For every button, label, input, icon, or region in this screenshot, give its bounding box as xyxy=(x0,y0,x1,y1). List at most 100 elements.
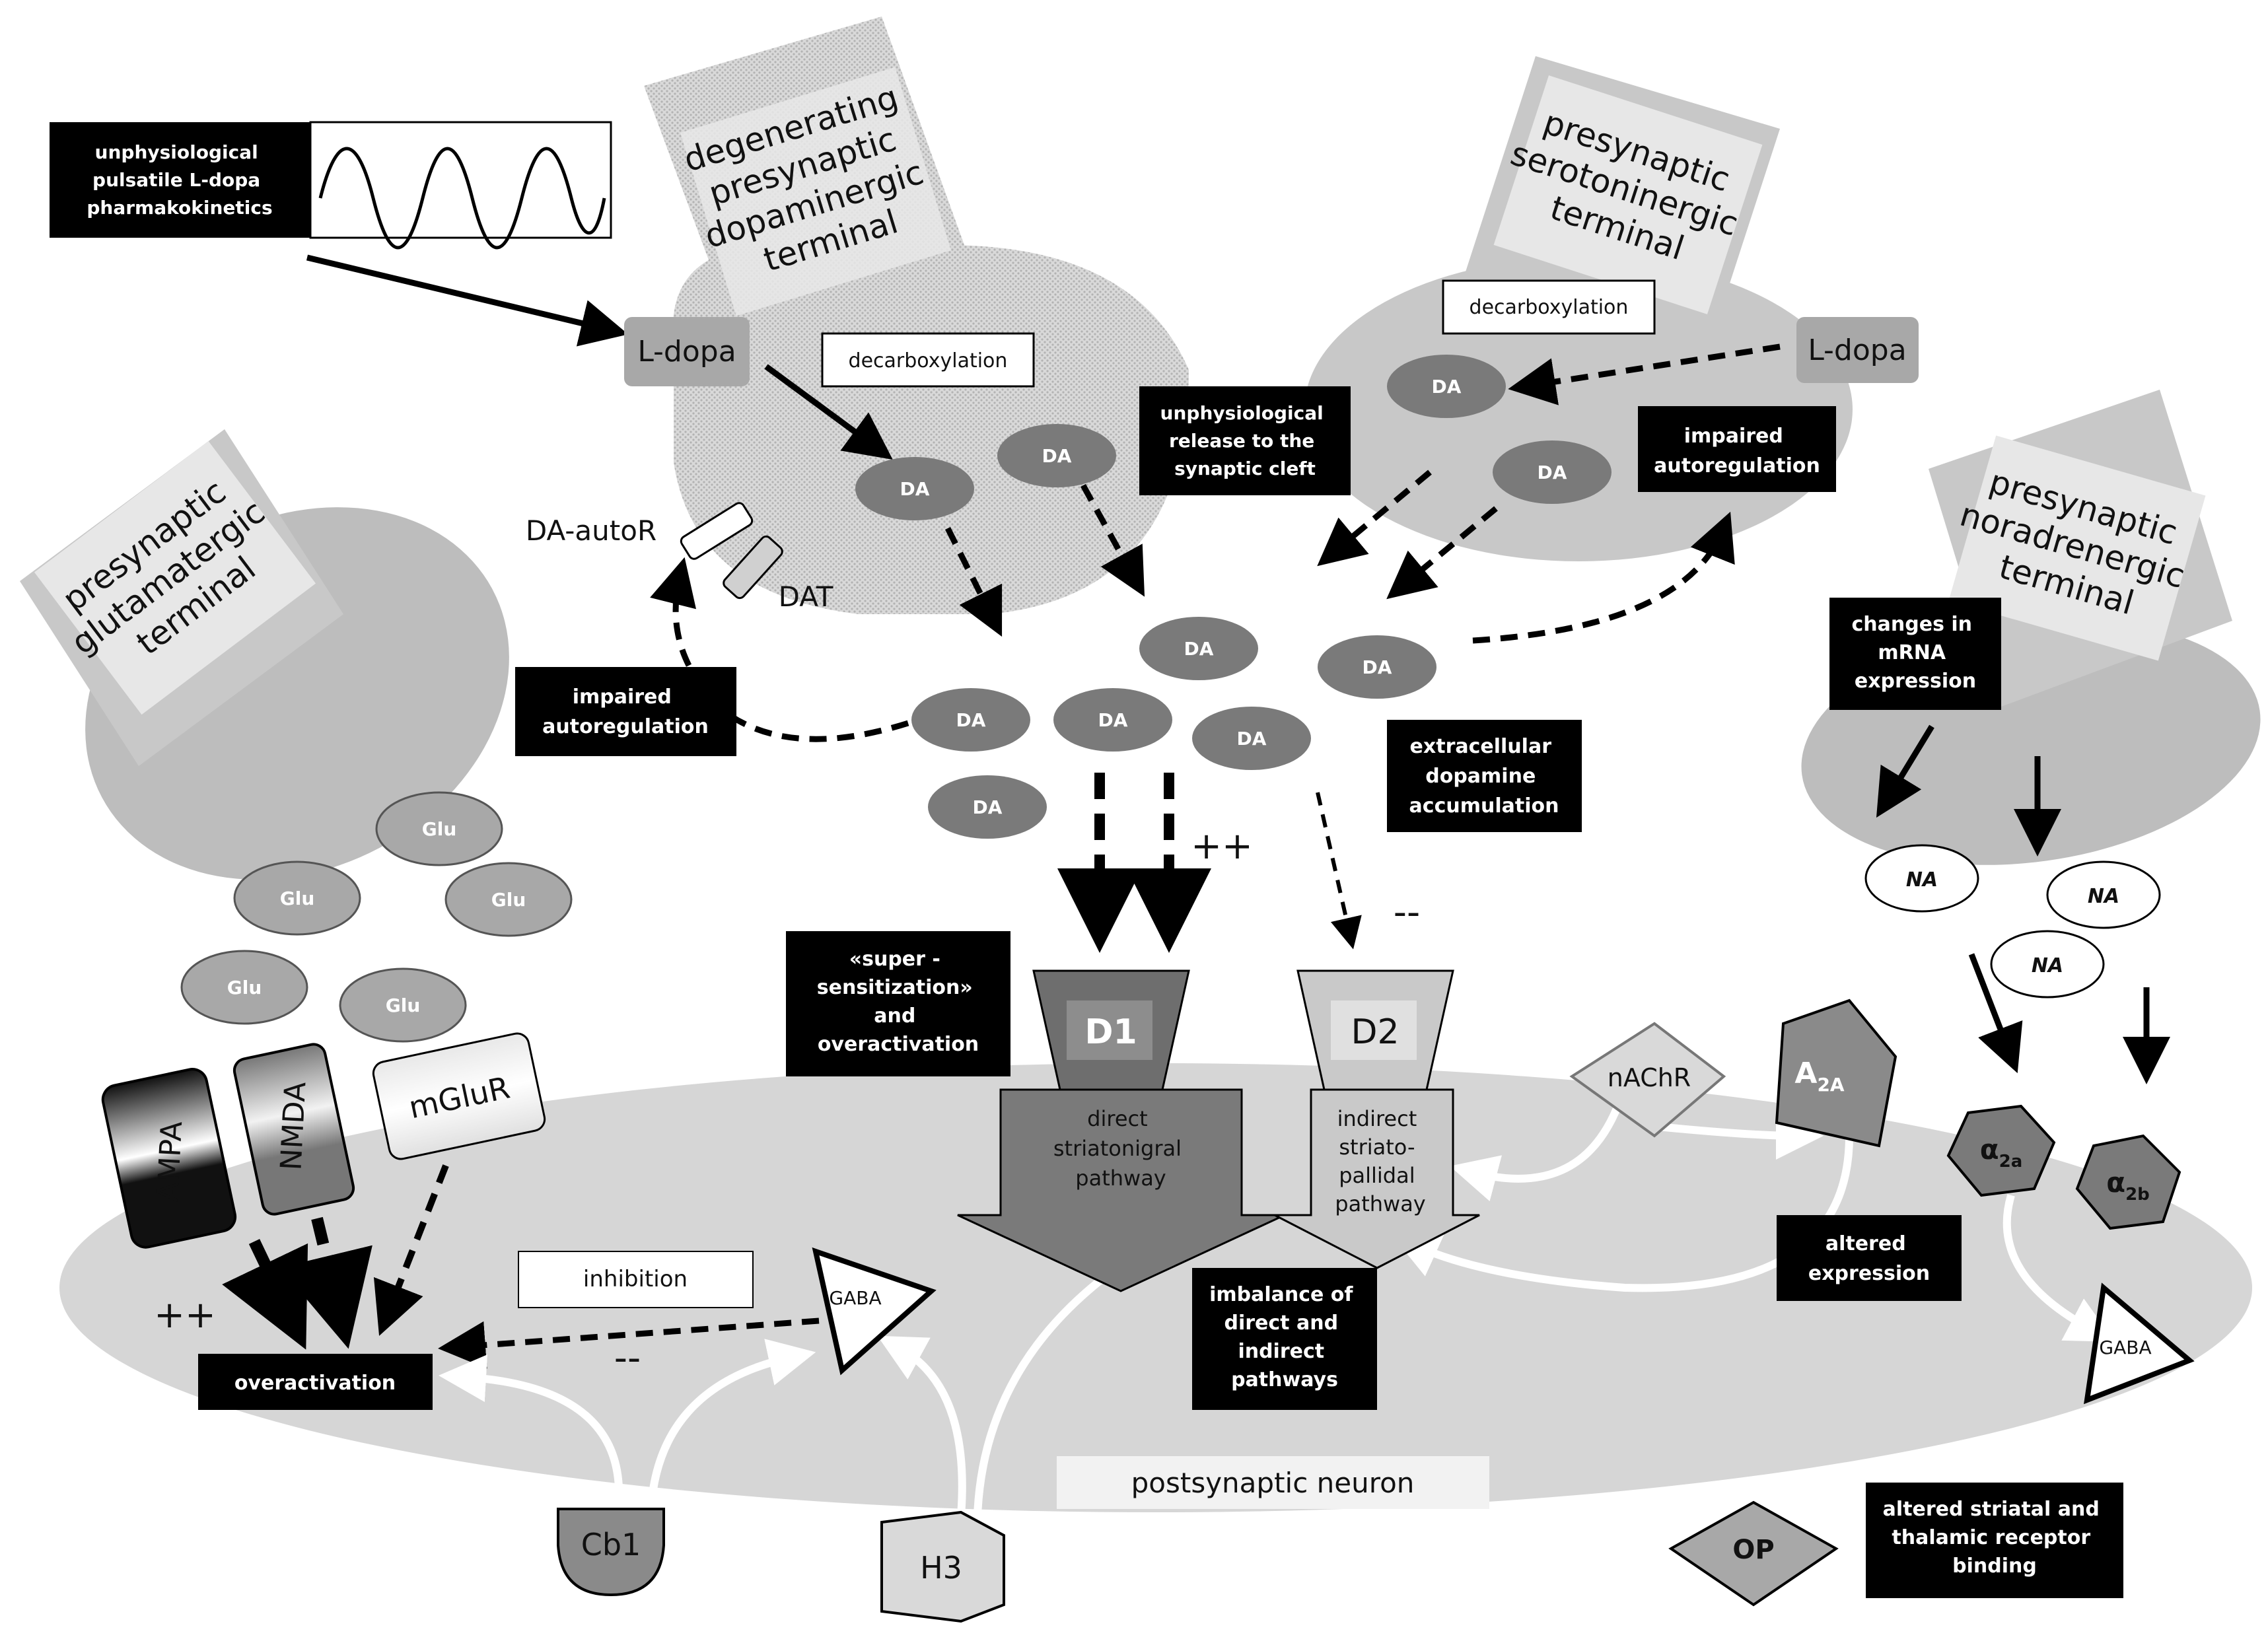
svg-text:overactivation: overactivation xyxy=(234,1372,396,1395)
svg-text:postsynaptic neuron: postsynaptic neuron xyxy=(1131,1467,1415,1499)
d2-receptor: D2 xyxy=(1296,969,1454,1091)
ampa-receptor: AMPA xyxy=(101,1068,237,1249)
svg-text:NA: NA xyxy=(2088,885,2119,908)
box-supersensitization: «super - sensitization» and overactivati… xyxy=(786,931,1010,1076)
op-receptor: OP xyxy=(1668,1500,1839,1607)
svg-text:AMPA: AMPA xyxy=(151,1121,189,1203)
sine-wave xyxy=(318,147,606,250)
svg-text:DA: DA xyxy=(1042,445,1072,467)
svg-text:NA: NA xyxy=(1906,868,1938,892)
glu-vesicles: Glu Glu Glu Glu Glu xyxy=(180,791,573,1043)
svg-text:impaired autoregulation: impaired autoregulation xyxy=(1654,425,1820,477)
svg-text:H3: H3 xyxy=(920,1550,962,1586)
na-vesicles: NA NA NA xyxy=(1864,844,2161,999)
svg-text:NMDA: NMDA xyxy=(274,1081,312,1172)
box-altered-binding: altered striatal and thalamic receptor b… xyxy=(1866,1483,2123,1598)
svg-text:L-dopa: L-dopa xyxy=(1808,333,1906,367)
white-arrows xyxy=(439,1095,2115,1520)
box-impaired-autoregulation-left: impaired autoregulation xyxy=(515,667,736,756)
dopaminergic-terminal: degenerating presynaptic dopaminergic te… xyxy=(644,17,1189,614)
svg-text:indirect striato-: indirect striato- pallidal pathway xyxy=(1335,1106,1425,1216)
svg-text:imbalance of direct and: imbalance of direct and indirect pathway… xyxy=(1209,1283,1360,1391)
svg-text:nAChR: nAChR xyxy=(1608,1063,1691,1092)
gaba-left: GABA xyxy=(812,1247,937,1376)
postsynaptic-label: postsynaptic neuron xyxy=(1057,1456,1489,1509)
box-unphysiological-release: unphysiological release to the synaptic … xyxy=(1139,386,1351,495)
svg-text:impaired autoregulation: impaired autoregulation xyxy=(542,685,709,738)
svg-text:Glu: Glu xyxy=(280,888,315,909)
ldopa-right: L-dopa xyxy=(1796,317,1919,383)
decarb-right: decarboxylation xyxy=(1442,279,1656,335)
box-extracellular-accumulation: extracellular dopamine accumulation xyxy=(1387,720,1582,832)
svg-text:D1: D1 xyxy=(1084,1012,1137,1052)
svg-text:L-dopa: L-dopa xyxy=(637,335,736,368)
a2a-receptor: A2A xyxy=(1775,999,1897,1148)
dat-label: DAT xyxy=(779,580,833,613)
pk-line: pharmakokinetics xyxy=(87,197,272,219)
svg-text:decarboxylation: decarboxylation xyxy=(1470,296,1629,319)
gaba-right: GABA xyxy=(2084,1282,2195,1405)
box-overactivation: overactivation xyxy=(198,1354,433,1410)
alpha2b-receptor: α2b xyxy=(2075,1134,2181,1230)
svg-text:DA: DA xyxy=(1538,462,1567,483)
svg-text:«super - sensitization»: «super - sensitization» and overactivati… xyxy=(817,948,979,1056)
svg-text:DA: DA xyxy=(900,478,930,500)
svg-text:altered expression: altered expression xyxy=(1808,1232,1930,1285)
plusplus-top: ++ xyxy=(1191,825,1253,868)
svg-text:Glu: Glu xyxy=(386,995,421,1016)
svg-text:altered striatal and tha: altered striatal and thalamic receptor b… xyxy=(1883,1498,2107,1578)
box-imbalance: imbalance of direct and indirect pathway… xyxy=(1192,1268,1377,1410)
h3-receptor: H3 xyxy=(880,1510,1005,1623)
svg-text:A2A: A2A xyxy=(1794,1057,1845,1096)
dat-transporter xyxy=(723,535,783,600)
svg-text:changes in mRNA ex: changes in mRNA expression xyxy=(1852,613,1979,693)
svg-text:Glu: Glu xyxy=(491,889,526,911)
svg-text:extracellular dopamine: extracellular dopamine accumulation xyxy=(1409,735,1559,818)
svg-text:OP: OP xyxy=(1732,1535,1774,1565)
svg-text:D2: D2 xyxy=(1351,1012,1399,1052)
svg-text:α2b: α2b xyxy=(2106,1166,2150,1205)
svg-text:DA: DA xyxy=(1237,728,1267,750)
svg-text:DA: DA xyxy=(956,709,986,731)
pharmacokinetics-box: unphysiological pulsatile L-dopa pharmak… xyxy=(50,121,612,250)
da-autor-receptor xyxy=(680,502,754,560)
svg-text:α2a: α2a xyxy=(1980,1133,2023,1172)
svg-text:decarboxylation: decarboxylation xyxy=(849,349,1008,372)
svg-text:unphysiological pulsatil: unphysiological pulsatile L-dopa pharmak… xyxy=(87,141,272,219)
d1-receptor: D1 xyxy=(1032,969,1190,1091)
box-altered-expression: altered expression xyxy=(1777,1215,1962,1301)
indirect-pathway: indirect striato- pallidal pathway xyxy=(1274,1088,1480,1269)
svg-text:DA: DA xyxy=(1363,656,1392,678)
svg-text:direct striatonigral: direct striatonigral pathway xyxy=(1053,1106,1188,1191)
direct-pathway: direct striatonigral pathway xyxy=(957,1088,1285,1292)
svg-text:inhibition: inhibition xyxy=(583,1266,688,1292)
svg-text:Glu: Glu xyxy=(422,818,457,840)
minusminus-top: -- xyxy=(1394,891,1420,934)
svg-text:NA: NA xyxy=(2032,954,2063,977)
svg-text:DA: DA xyxy=(1098,709,1128,731)
svg-text:Cb1: Cb1 xyxy=(581,1527,641,1562)
nmda-receptor: NMDA xyxy=(232,1043,355,1216)
postsynaptic-neuron-body xyxy=(59,1063,2252,1512)
svg-text:DA: DA xyxy=(1432,376,1462,398)
plusplus-left: ++ xyxy=(154,1294,216,1337)
glutamatergic-terminal: presynaptic glutamatergic terminal xyxy=(20,429,509,880)
nachr-receptor: nAChR xyxy=(1569,1022,1726,1138)
cb1-receptor: Cb1 xyxy=(557,1508,665,1597)
box-impaired-autoregulation-right: impaired autoregulation xyxy=(1638,406,1836,492)
svg-text:Glu: Glu xyxy=(227,977,262,999)
decarb-left: decarboxylation xyxy=(821,332,1035,388)
svg-text:DA: DA xyxy=(973,796,1003,818)
inhibition-box: inhibition xyxy=(518,1251,754,1308)
svg-text:GABA: GABA xyxy=(829,1287,881,1309)
pk-line: unphysiological xyxy=(95,141,258,163)
svg-text:DA: DA xyxy=(1184,638,1214,660)
pk-line: pulsatile L-dopa xyxy=(92,169,260,191)
minusminus-left: -- xyxy=(614,1337,641,1380)
box-mrna-expression: changes in mRNA expression xyxy=(1829,598,2001,710)
svg-text:unphysiological release: unphysiological release to the synaptic … xyxy=(1160,402,1330,479)
da-autor-label: DA-autoR xyxy=(526,514,656,547)
mglur-receptor: mGluR xyxy=(372,1032,546,1160)
svg-text:GABA: GABA xyxy=(2099,1337,2151,1358)
